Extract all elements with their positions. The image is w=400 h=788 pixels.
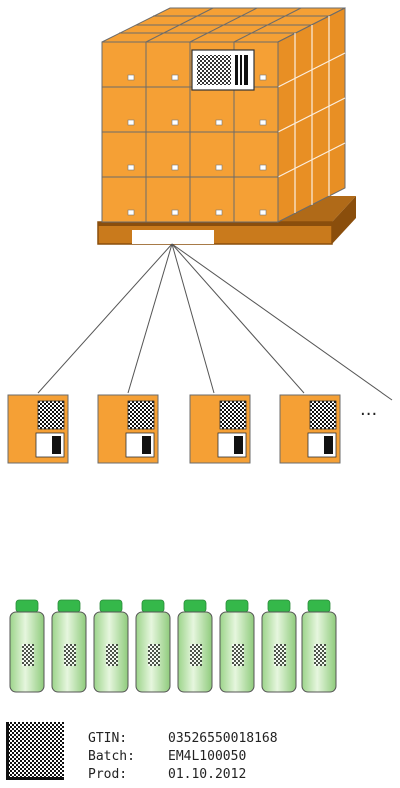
bottle-1: [9, 599, 45, 693]
label-value-gtin: 03526550018168: [168, 731, 278, 746]
case-1: [7, 394, 69, 464]
connector-lines: [37, 243, 393, 401]
bottle-7: [261, 599, 297, 693]
bottle-4: [135, 599, 171, 693]
pallet-stack: [97, 7, 356, 245]
label-key-batch: Batch:: [88, 749, 135, 764]
pallet-label: [191, 49, 255, 91]
case-3: [189, 394, 251, 464]
more-cases-indicator: ···: [360, 404, 377, 425]
cases-row: ···: [7, 394, 377, 464]
bottle-2: [51, 599, 87, 693]
label-key-prod: Prod:: [88, 767, 127, 782]
bottle-5: [177, 599, 213, 693]
label-value-batch: EM4L100050: [168, 749, 246, 764]
bottle-3: [93, 599, 129, 693]
label-value-prod: 01.10.2012: [168, 767, 246, 782]
label-key-gtin: GTIN:: [88, 731, 127, 746]
bottle-8: [301, 599, 337, 693]
bottles-row: [9, 599, 337, 693]
product-code-label: GTIN: 03526550018168 Batch: EM4L100050 P…: [6, 722, 278, 782]
case-4: [279, 394, 341, 464]
case-2: [97, 394, 159, 464]
bottle-6: [219, 599, 255, 693]
datamatrix-code: [6, 722, 64, 780]
